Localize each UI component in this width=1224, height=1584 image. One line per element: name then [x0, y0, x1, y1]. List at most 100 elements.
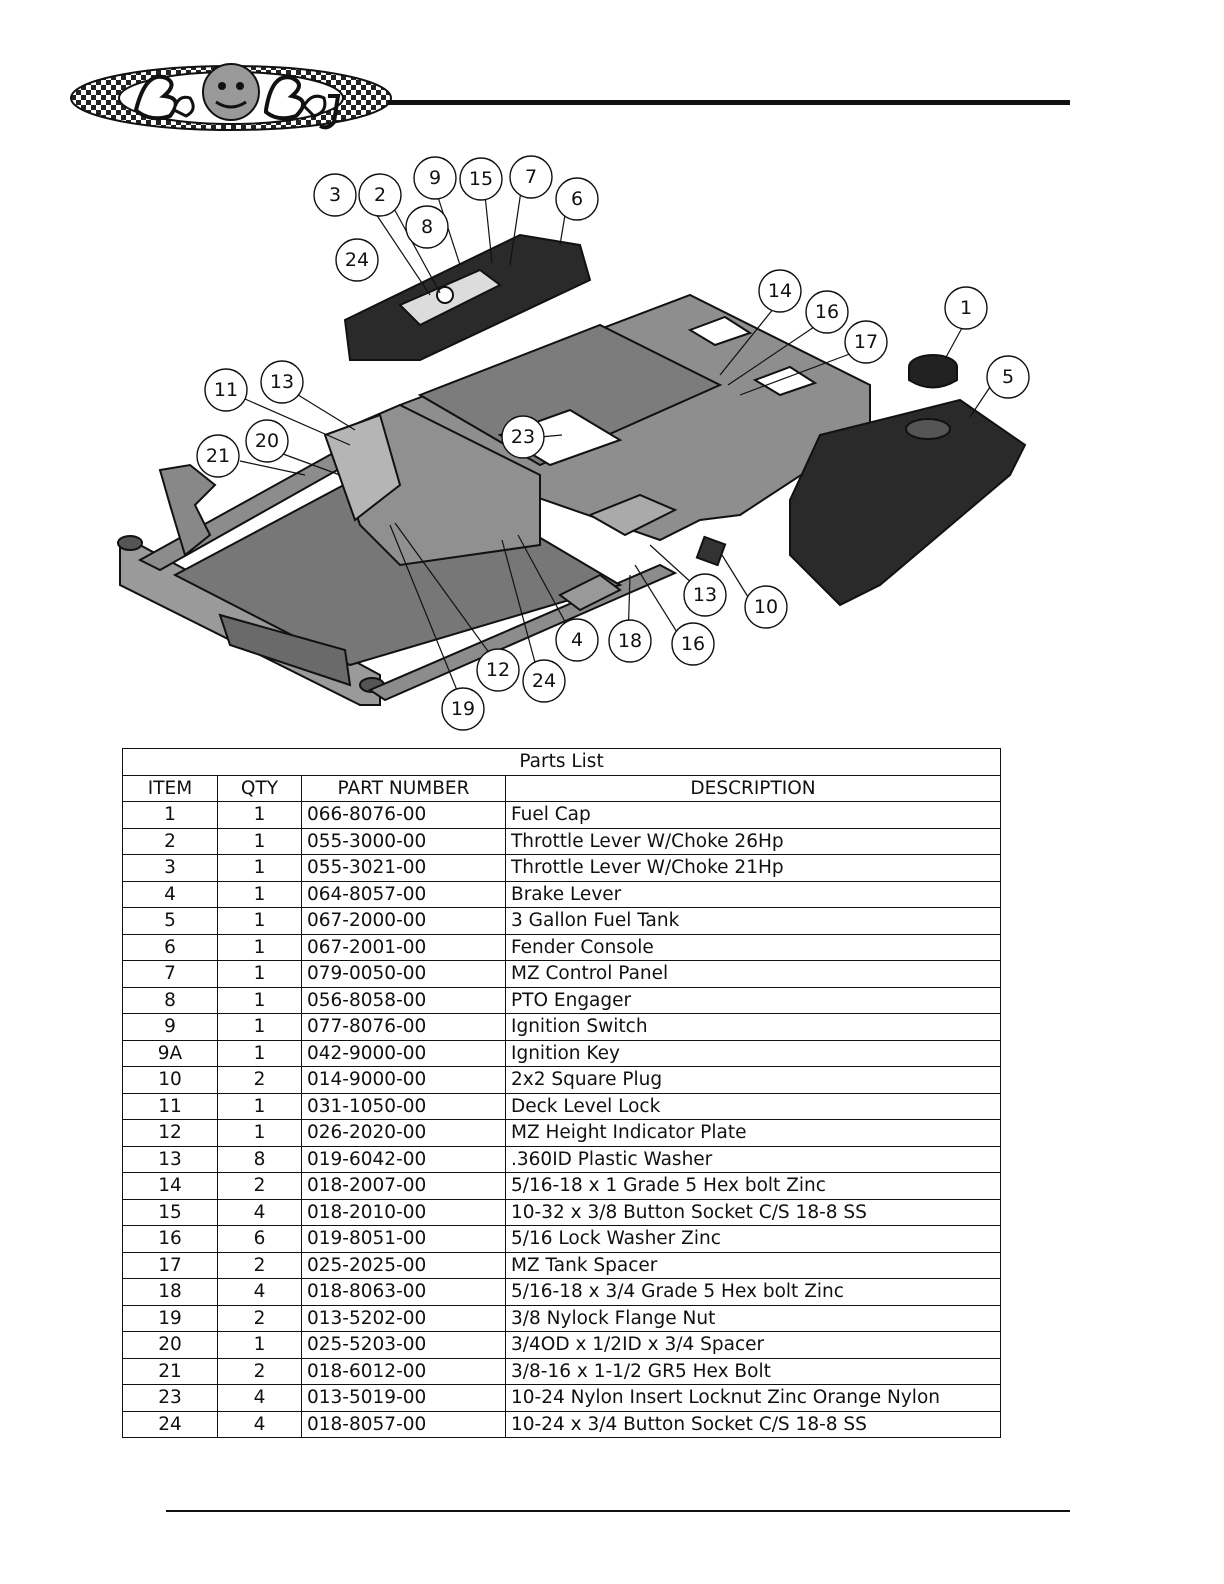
bulldog-mascot-icon [202, 63, 260, 121]
description-cell: MZ Height Indicator Plate [504, 1119, 1002, 1147]
footer-rule [166, 1510, 1070, 1512]
description-cell: 10-32 x 3/8 Button Socket C/S 18-8 SS [504, 1198, 1002, 1226]
description-cell: 2x2 Square Plug [504, 1066, 1002, 1094]
item-cell: 15 [122, 1198, 218, 1226]
chassis-frame [117, 293, 871, 706]
callout-7: 7 [509, 155, 553, 199]
part-number-cell: 014-9000-00 [301, 1066, 506, 1094]
description-cell: Throttle Lever W/Choke 21Hp [504, 854, 1002, 882]
description-cell: MZ Control Panel [504, 960, 1002, 988]
item-cell: 8 [122, 986, 218, 1014]
qty-cell: 2 [217, 1172, 302, 1200]
callout-24-top: 24 [335, 238, 379, 282]
callout-10: 10 [744, 585, 788, 629]
part-number-cell: 018-2007-00 [301, 1172, 506, 1200]
qty-cell: 1 [217, 854, 302, 882]
item-cell: 2 [122, 827, 218, 855]
callout-5: 5 [986, 355, 1030, 399]
svg-text:21: 21 [206, 445, 230, 467]
qty-cell: 1 [217, 801, 302, 829]
callout-18: 18 [608, 619, 652, 663]
description-cell: PTO Engager [504, 986, 1002, 1014]
item-cell: 4 [122, 880, 218, 908]
part-number-cell: 013-5019-00 [301, 1384, 506, 1412]
description-cell: .360ID Plastic Washer [504, 1145, 1002, 1173]
qty-cell: 4 [217, 1410, 302, 1438]
item-cell: 1 [122, 801, 218, 829]
svg-text:24: 24 [345, 249, 369, 271]
item-cell: 9A [122, 1039, 218, 1067]
description-cell: 5/16 Lock Washer Zinc [504, 1225, 1002, 1253]
square-plug [695, 535, 727, 567]
item-cell: 10 [122, 1066, 218, 1094]
callout-12: 12 [476, 648, 520, 692]
part-number-cell: 018-6012-00 [301, 1357, 506, 1385]
callout-23: 23 [501, 415, 545, 459]
item-cell: 23 [122, 1384, 218, 1412]
qty-cell: 2 [217, 1251, 302, 1279]
callout-21: 21 [196, 434, 240, 478]
qty-cell: 2 [217, 1066, 302, 1094]
qty-cell: 8 [217, 1145, 302, 1173]
part-number-cell: 018-2010-00 [301, 1198, 506, 1226]
part-number-cell: 018-8057-00 [301, 1410, 506, 1438]
svg-text:15: 15 [469, 168, 493, 190]
parts-list-table: Parts List ITEM QTY PART NUMBER DESCRIPT… [121, 748, 1002, 1438]
part-number-cell: 066-8076-00 [301, 801, 506, 829]
callout-3: 3 [313, 173, 357, 217]
svg-text:23: 23 [511, 426, 535, 448]
qty-cell: 1 [217, 1331, 302, 1359]
fender-console [343, 233, 592, 361]
callout-8: 8 [405, 205, 449, 249]
part-number-cell: 025-2025-00 [301, 1251, 506, 1279]
svg-text:13: 13 [693, 584, 717, 606]
item-cell: 16 [122, 1225, 218, 1253]
item-cell: 11 [122, 1092, 218, 1120]
description-cell: Fuel Cap [504, 801, 1002, 829]
qty-cell: 1 [217, 907, 302, 935]
part-number-cell: 067-2000-00 [301, 907, 506, 935]
qty-cell: 1 [217, 827, 302, 855]
fuel-cap [908, 354, 958, 389]
qty-cell: 4 [217, 1198, 302, 1226]
description-cell: 5/16-18 x 3/4 Grade 5 Hex bolt Zinc [504, 1278, 1002, 1306]
column-header-qty: QTY [217, 774, 302, 802]
svg-text:9: 9 [429, 167, 441, 189]
description-cell: Throttle Lever W/Choke 26Hp [504, 827, 1002, 855]
part-number-cell: 013-5202-00 [301, 1304, 506, 1332]
parts-list-title-row: Parts List [121, 748, 1002, 776]
item-cell: 20 [122, 1331, 218, 1359]
description-cell: Ignition Switch [504, 1013, 1002, 1041]
callout-14: 14 [758, 269, 802, 313]
description-cell: Ignition Key [504, 1039, 1002, 1067]
svg-text:24: 24 [532, 670, 556, 692]
item-cell: 12 [122, 1119, 218, 1147]
svg-text:20: 20 [255, 430, 279, 452]
qty-cell: 4 [217, 1278, 302, 1306]
svg-text:7: 7 [525, 166, 537, 188]
qty-cell: 4 [217, 1384, 302, 1412]
part-number-cell: 056-8058-00 [301, 986, 506, 1014]
svg-text:19: 19 [451, 698, 475, 720]
part-number-cell: 079-0050-00 [301, 960, 506, 988]
qty-cell: 1 [217, 1013, 302, 1041]
part-number-cell: 018-8063-00 [301, 1278, 506, 1306]
description-cell: 5/16-18 x 1 Grade 5 Hex bolt Zinc [504, 1172, 1002, 1200]
part-number-cell: 031-1050-00 [301, 1092, 506, 1120]
part-number-cell: 077-8076-00 [301, 1013, 506, 1041]
svg-text:8: 8 [421, 216, 433, 238]
exploded-parts-diagram: 1 2 3 4 5 6 7 8 9 10 11 12 13 13 14 15 1… [117, 155, 1030, 731]
bad-boy-logo [70, 63, 392, 131]
